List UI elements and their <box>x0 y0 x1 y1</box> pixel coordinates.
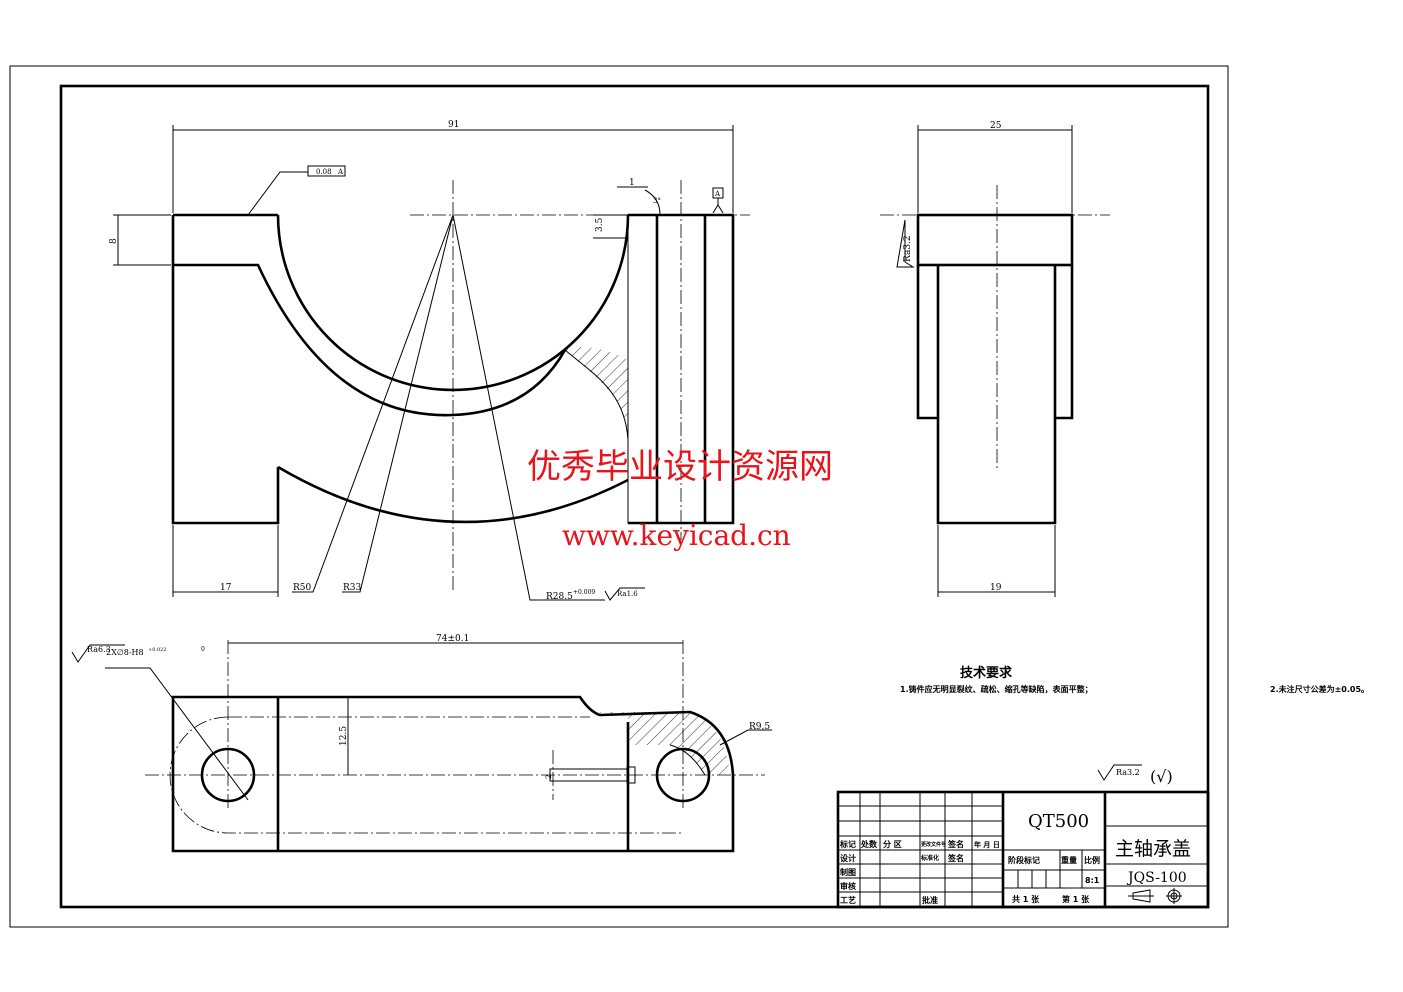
flatness-tolerance: 0.08 <box>316 168 332 176</box>
dim-r28-5: R28.5 <box>546 592 573 602</box>
header-zone: 分 区 <box>883 839 902 849</box>
dim-17: 17 <box>220 583 232 593</box>
sign-label: 签名 <box>947 853 964 863</box>
weight-label: 重量 <box>1061 855 1077 865</box>
dim-r33: R33 <box>343 583 362 593</box>
top-view: 74±0.1 12.5 2 R9.5 Ra6.3 2X∅8-H8 +0.022 … <box>71 634 772 853</box>
tech-item-1: 1.铸件应无明显裂纹、疏松、缩孔等缺陷，表面平整； <box>900 684 1093 695</box>
dim-angle: 3° <box>653 197 661 205</box>
part-name: 主轴承盖 <box>1115 838 1191 860</box>
scale-label: 比例 <box>1084 855 1100 865</box>
dim-1: 1 <box>629 178 635 188</box>
scale-value: 8:1 <box>1085 876 1100 885</box>
watermark-title: 优秀毕业设计资源网 <box>527 447 833 487</box>
std-label: 标准化 <box>920 854 939 862</box>
roughness-bore: Ra1.6 <box>617 590 638 598</box>
header-sign: 签名 <box>947 839 964 849</box>
side-view: 25 19 Ra3.2 <box>880 121 1110 597</box>
header-change-doc: 更改文件号 <box>921 841 946 848</box>
hole-tol-upper: +0.022 <box>148 647 167 653</box>
dim-r28-5-tol: +0.009 <box>573 589 595 596</box>
front-view: 91 8 17 R50 R33 R28.5 +0.009 Ra1.6 0.08 … <box>109 120 750 602</box>
datum-ref: A <box>337 168 344 176</box>
title-block: QT500 主轴承盖 JQS-100 标记 处数 分 区 更改文件号 签名 年 … <box>836 790 1210 909</box>
dim-12-5: 12.5 <box>339 726 349 746</box>
roughness-side: Ra3.2 <box>903 235 913 262</box>
sheet-number: 第 1 张 <box>1062 894 1090 904</box>
dim-r50: R50 <box>293 583 312 593</box>
dim-74: 74±0.1 <box>436 634 469 644</box>
drawing-frame <box>59 84 1210 909</box>
tech-item-2: 2.未注尺寸公差为±0.05。 <box>1270 684 1369 694</box>
drawing-number: JQS-100 <box>1126 870 1187 886</box>
dim-19: 19 <box>990 583 1002 593</box>
watermark-url[interactable]: www.keyicad.cn <box>562 519 791 552</box>
header-mark: 标记 <box>839 839 856 849</box>
dim-3-5: 3.5 <box>595 217 605 232</box>
projection-symbol-icon <box>1128 888 1182 904</box>
dim-91: 91 <box>448 120 459 130</box>
dim-r9-5: R9.5 <box>749 722 770 732</box>
dim-8: 8 <box>109 238 119 244</box>
hole-spec: 2X∅8-H8 <box>106 648 144 657</box>
material: QT500 <box>1028 811 1089 832</box>
header-count: 处数 <box>860 839 878 849</box>
tech-heading: 技术要求 <box>960 665 1013 681</box>
general-roughness: Ra3.2 <box>1116 768 1140 777</box>
approve-label: 批准 <box>922 895 938 905</box>
row-review: 审核 <box>840 881 856 891</box>
row-draw: 制图 <box>840 867 856 877</box>
dim-25: 25 <box>990 121 1002 131</box>
sheet-count: 共 1 张 <box>1012 894 1040 904</box>
dim-pin: 2 <box>545 775 553 779</box>
row-process: 工艺 <box>840 895 856 905</box>
stage-label: 阶段标记 <box>1008 855 1040 865</box>
datum-label: A <box>714 190 721 198</box>
roughness-hole: Ra6.3 <box>87 645 111 654</box>
hole-tol-lower: 0 <box>201 646 205 653</box>
general-roughness-paren: (√) <box>1150 767 1173 786</box>
header-date: 年 月 日 <box>974 840 1000 849</box>
row-design: 设计 <box>840 853 856 863</box>
sheet-border <box>9 65 1229 928</box>
